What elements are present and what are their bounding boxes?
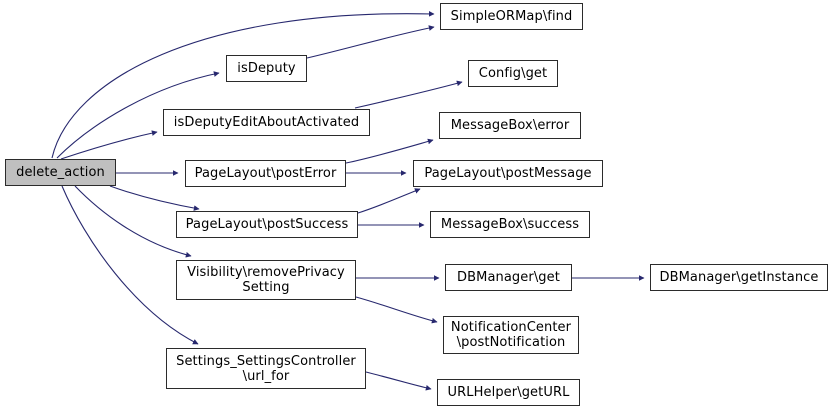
node-visibility_removeprivacysetting[interactable]: Visibility\removePrivacy Setting bbox=[176, 260, 356, 300]
node-messagebox_success[interactable]: MessageBox\success bbox=[430, 211, 590, 238]
node-notificationcenter_postnotification[interactable]: NotificationCenter \postNotification bbox=[443, 316, 579, 354]
node-label-isdeputy: isDeputy bbox=[237, 61, 296, 76]
node-label-pagelayout_postsuccess: PageLayout\postSuccess bbox=[185, 217, 349, 232]
node-label-simpleormap_find: SimpleORMap\find bbox=[450, 9, 573, 24]
node-isdeputyeditaboutactivated[interactable]: isDeputyEditAboutActivated bbox=[163, 109, 370, 136]
node-label-dbmanager_get: DBManager\get bbox=[457, 270, 560, 285]
node-config_get[interactable]: Config\get bbox=[468, 60, 558, 87]
node-label-config_get: Config\get bbox=[478, 66, 548, 81]
node-label-dbmanager_getinstance: DBManager\getInstance bbox=[659, 270, 819, 285]
node-label-isdeputyeditaboutactivated: isDeputyEditAboutActivated bbox=[173, 115, 360, 130]
edge-isdeputyeditaboutactivated-to-config_get bbox=[354, 80, 463, 109]
edge-pagelayout_postsuccess-to-pagelayout_postmessage bbox=[357, 188, 421, 214]
edge-isdeputy-to-simpleormap_find bbox=[306, 25, 435, 59]
node-label-notificationcenter_postnotification: NotificationCenter \postNotification bbox=[450, 320, 572, 350]
node-pagelayout_posterror[interactable]: PageLayout\postError bbox=[185, 160, 346, 187]
edge-settings_settingscontroller_url_for-to-urlhelper_geturl bbox=[365, 371, 432, 391]
node-dbmanager_get[interactable]: DBManager\get bbox=[445, 264, 572, 291]
edge-delete_action-to-pagelayout_postsuccess bbox=[109, 185, 200, 211]
node-dbmanager_getinstance[interactable]: DBManager\getInstance bbox=[650, 264, 828, 291]
node-label-pagelayout_postmessage: PageLayout\postMessage bbox=[424, 166, 592, 181]
node-pagelayout_postmessage[interactable]: PageLayout\postMessage bbox=[413, 160, 603, 187]
node-label-delete_action: delete_action bbox=[16, 165, 105, 180]
edge-visibility_removeprivacysetting-to-notificationcenter_postnotification bbox=[355, 296, 438, 324]
edge-delete_action-to-visibility_removeprivacysetting bbox=[74, 185, 192, 258]
node-settings_settingscontroller_url_for[interactable]: Settings_SettingsController \url_for bbox=[166, 348, 366, 389]
node-delete_action[interactable]: delete_action bbox=[5, 159, 116, 186]
edge-delete_action-to-isdeputyeditaboutactivated bbox=[60, 130, 158, 160]
node-isdeputy[interactable]: isDeputy bbox=[226, 55, 307, 82]
node-label-messagebox_error: MessageBox\error bbox=[450, 118, 570, 133]
edge-delete_action-to-simpleormap_find bbox=[51, 11, 435, 159]
node-label-urlhelper_geturl: URLHelper\getURL bbox=[447, 385, 570, 400]
node-label-pagelayout_posterror: PageLayout\postError bbox=[194, 166, 337, 181]
node-pagelayout_postsuccess[interactable]: PageLayout\postSuccess bbox=[176, 211, 358, 238]
node-label-visibility_removeprivacysetting: Visibility\removePrivacy Setting bbox=[187, 265, 345, 295]
node-simpleormap_find[interactable]: SimpleORMap\find bbox=[440, 3, 583, 30]
node-label-settings_settingscontroller_url_for: Settings_SettingsController \url_for bbox=[176, 353, 356, 384]
node-urlhelper_geturl[interactable]: URLHelper\getURL bbox=[437, 379, 580, 406]
node-label-messagebox_success: MessageBox\success bbox=[440, 217, 580, 232]
node-messagebox_error[interactable]: MessageBox\error bbox=[439, 112, 581, 139]
